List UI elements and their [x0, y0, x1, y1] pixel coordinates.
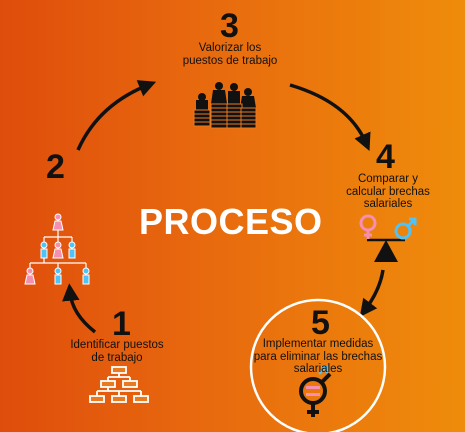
- step-5-label-line2: para eliminar las brechas: [253, 350, 383, 363]
- step-3-label: Valorizar los puestos de trabajo: [170, 42, 290, 67]
- gender-balance-scale-icon: [359, 214, 417, 262]
- people-on-coins-icon: [193, 82, 257, 129]
- step-1-number: 1: [112, 305, 131, 343]
- arrow-1-to-2: [62, 283, 97, 334]
- step-1-label-line2: de trabajo: [91, 351, 143, 364]
- diagram-title: PROCESO: [139, 201, 323, 242]
- step-4-number: 4: [376, 138, 395, 176]
- step-5-label-line3: salariales: [293, 363, 343, 376]
- step-5-number: 5: [311, 304, 330, 342]
- step-4-label-line3: salariales: [363, 198, 413, 211]
- gender-equality-icon: [299, 365, 332, 417]
- step-4-label: Comparar y calcular brechas salariales: [338, 173, 438, 211]
- step-1-label-line1: Identificar puestos: [70, 339, 164, 351]
- arrow-3-to-4: [289, 83, 371, 152]
- arrow-2-to-3: [76, 80, 157, 151]
- hierarchy-people-icon: [24, 213, 90, 285]
- org-chart-icon: [89, 366, 149, 403]
- step-1-label: Identificar puestos de trabajo: [62, 339, 172, 364]
- step-5-label-line1: Implementar medidas: [262, 338, 374, 350]
- step-4-label-line1: Comparar y: [357, 173, 419, 185]
- step-5-highlight-circle: [249, 298, 387, 432]
- step-5-label: Implementar medidas para eliminar las br…: [243, 338, 393, 376]
- arrow-4-to-5: [359, 269, 385, 318]
- step-3-label-line2: puestos de trabajo: [182, 54, 278, 67]
- step-3-number: 3: [220, 7, 239, 45]
- step-3-label-line1: Valorizar los: [198, 42, 262, 54]
- step-4-label-line2: calcular brechas: [346, 185, 430, 198]
- step-2-number: 2: [46, 148, 65, 186]
